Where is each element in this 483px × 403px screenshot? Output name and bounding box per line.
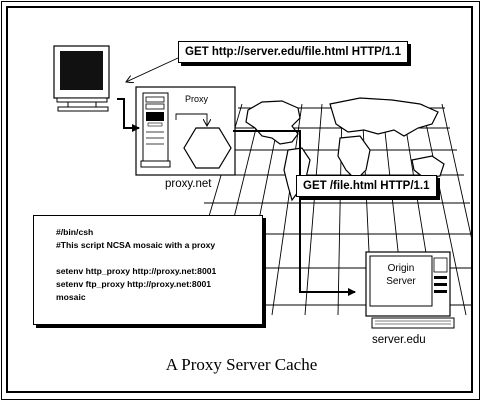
diagram-caption: A Proxy Server Cache [165, 355, 318, 374]
proxy-internal-arrow [175, 113, 207, 126]
script-line: #/bin/csh [56, 227, 94, 237]
origin-server-icon [365, 251, 455, 329]
client-request-callout: GET http://server.edu/file.html HTTP/1.1 [178, 41, 408, 63]
inner-frame [6, 6, 473, 393]
script-line: #This script NCSA mosaic with a proxy [56, 240, 216, 250]
origin-host-label: server.edu [372, 334, 426, 346]
script-line: setenv ftp_proxy http://proxy.net:8001 [56, 279, 212, 289]
script-line [56, 252, 256, 265]
request-callout-pointer [126, 57, 179, 82]
proxy-cache-hexagon [183, 127, 232, 169]
proxy-box-label: Proxy [185, 94, 209, 104]
client-monitor-icon [53, 45, 110, 112]
origin-server-label-line1: Origin [387, 263, 415, 274]
origin-server-label-line2: Server [386, 276, 416, 287]
script-line: setenv http_proxy http://proxy.net:8001 [56, 266, 217, 276]
proxy-request-callout: GET /file.html HTTP/1.1 [296, 175, 437, 197]
proxy-to-origin-connector [233, 130, 356, 296]
origin-server-label: Origin Server [372, 262, 430, 288]
proxy-host-label: proxy.net [165, 178, 212, 190]
proxy-tower-icon [140, 92, 171, 168]
script-line: mosaic [56, 292, 86, 302]
proxy-script-box: #/bin/csh #This script NCSA mosaic with … [33, 215, 263, 325]
client-to-proxy-connector [117, 98, 140, 132]
